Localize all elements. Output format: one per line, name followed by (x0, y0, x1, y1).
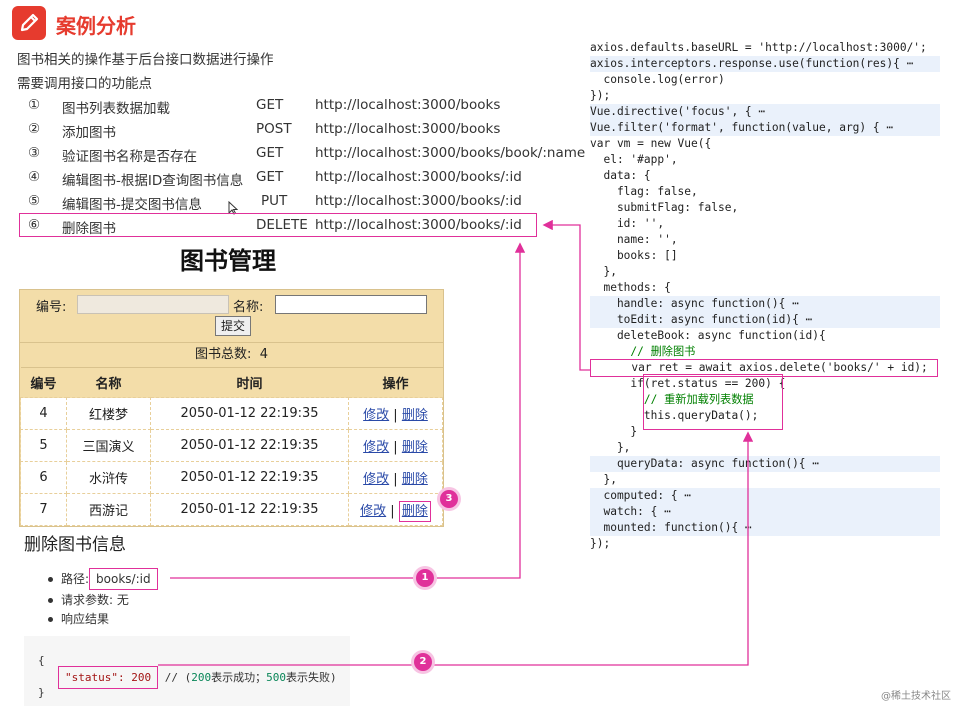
delete-link[interactable]: 删除 (401, 472, 428, 487)
step-badge: 2 (414, 653, 432, 671)
code-line: }); (590, 537, 611, 550)
code-line: computed: { ⋯ (590, 488, 940, 504)
col-name: 名称 (66, 367, 151, 398)
delete-link-highlighted[interactable]: 删除 (398, 501, 431, 522)
page-title: 案例分析 (56, 14, 136, 38)
table-header-row: 编号 名称 时间 操作 (20, 367, 443, 398)
code-line: queryData: async function(){ ⋯ (590, 456, 940, 472)
code-line: el: '#app', (590, 153, 678, 166)
path-value: books/:id (89, 568, 158, 590)
code-line: var vm = new Vue({ (590, 137, 712, 150)
delete-link[interactable]: 删除 (401, 408, 428, 423)
code-line: toEdit: async function(id){ ⋯ (590, 312, 940, 328)
code-line: if(ret.status == 200) { (590, 377, 786, 390)
code-line: Vue.filter('format', function(value, arg… (590, 120, 940, 136)
code-line: submitFlag: false, (590, 201, 739, 214)
code-line: id: '', (590, 217, 665, 230)
code-comment: // 重新加载列表数据 (590, 393, 754, 406)
code-line: methods: { (590, 281, 671, 294)
code-line: console.log(error) (590, 73, 725, 86)
id-input[interactable] (77, 295, 229, 314)
list-item: 响应结果 (48, 610, 109, 627)
name-label: 名称: (233, 300, 264, 315)
code-line: } (590, 425, 638, 438)
delete-link[interactable]: 删除 (401, 440, 428, 455)
code-line: watch: { ⋯ (590, 504, 940, 520)
edit-icon (12, 6, 46, 40)
edit-link[interactable]: 修改 (363, 472, 390, 487)
list-item: 请求参数: 无 (48, 591, 129, 608)
response-code-block: { "status": 200 // (200表示成功；500表示失败) } (24, 636, 350, 706)
col-id: 编号 (20, 367, 67, 398)
code-line: }, (590, 473, 617, 486)
status-code: "status": 200 (58, 666, 159, 689)
if-block-highlight (643, 374, 783, 430)
code-line: axios.interceptors.response.use(function… (590, 56, 940, 72)
edit-link[interactable]: 修改 (363, 440, 390, 455)
code-line: deleteBook: async function(id){ (590, 329, 826, 342)
col-time: 时间 (150, 367, 349, 398)
id-label: 编号: (36, 300, 67, 315)
code-line: data: { (590, 169, 651, 182)
step-badge: 1 (416, 569, 434, 587)
intro-line-1: 图书相关的操作基于后台接口数据进行操作 (17, 52, 274, 68)
code-line: name: '', (590, 233, 678, 246)
code-line: }, (590, 265, 617, 278)
delete-info-heading: 删除图书信息 (24, 535, 126, 555)
code-line-highlighted: var ret = await axios.delete('books/' + … (590, 359, 938, 377)
list-item: 路径:books/:id (48, 568, 158, 590)
step-badge: 3 (440, 490, 458, 508)
code-line: }, (590, 441, 631, 454)
intro-line-2: 需要调用接口的功能点 (17, 76, 152, 92)
col-action: 操作 (348, 367, 443, 398)
edit-link[interactable]: 修改 (360, 504, 387, 519)
code-line: mounted: function(){ ⋯ (590, 520, 940, 536)
submit-button[interactable]: 提交 (215, 316, 251, 336)
name-input[interactable] (275, 295, 427, 314)
book-form: 编号: 名称: 提交 (20, 290, 443, 342)
code-line: flag: false, (590, 185, 698, 198)
edit-link[interactable]: 修改 (363, 408, 390, 423)
code-line: Vue.directive('focus', { ⋯ (590, 104, 940, 120)
code-line: books: [] (590, 249, 678, 262)
code-line: }); (590, 89, 611, 102)
code-line: this.queryData(); (590, 409, 759, 422)
code-line: handle: async function(){ ⋯ (590, 296, 940, 312)
book-manager-title: 图书管理 (180, 247, 276, 275)
watermark: @稀土技术社区 (881, 691, 951, 702)
book-total-value: 4 (259, 347, 268, 362)
code-comment: // 删除图书 (590, 345, 696, 358)
code-line: axios.defaults.baseURL = 'http://localho… (590, 41, 927, 54)
book-total: 图书总数: 4 (20, 342, 443, 367)
